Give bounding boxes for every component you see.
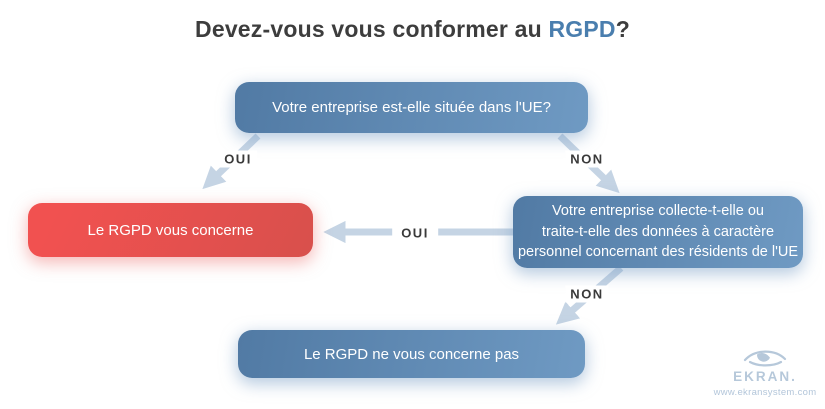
edge-label-q1-non: NON (565, 150, 609, 168)
node-question-company-in-eu-text: Votre entreprise est-elle située dans l'… (272, 99, 551, 116)
edge-label-q1-oui: OUI (219, 150, 257, 168)
page-title-accent-rgpd: RGPD (548, 16, 616, 42)
node-question-processes-eu-data-line2: traite-t-elle des données à caractère (541, 223, 775, 240)
node-question-processes-eu-data-line1: Votre entreprise collecte-t-elle ou (552, 203, 764, 220)
node-result-gdpr-not-applies: Le RGPD ne vous concerne pas (238, 330, 585, 378)
page-title-prefix: Devez-vous vous conformer au (195, 16, 549, 42)
page-title: Devez-vous vous conformer au RGPD? (0, 16, 825, 43)
ekran-website-url: www.ekransystem.com (713, 386, 817, 398)
node-question-processes-eu-data-line3: personnel concernant des résidents de l'… (517, 244, 799, 261)
edge-label-q2-non: NON (565, 285, 609, 303)
page-title-suffix: ? (615, 16, 630, 42)
ekran-logo-text: EKRAN. (733, 369, 797, 384)
ekran-eye-icon (743, 350, 787, 367)
edge-label-q2-oui: OUI (392, 224, 438, 242)
node-result-gdpr-not-applies-text: Le RGPD ne vous concerne pas (303, 345, 520, 363)
node-question-company-in-eu: Votre entreprise est-elle située dans l'… (235, 82, 588, 133)
node-question-processes-eu-data: Votre entreprise collecte-t-elle ou trai… (513, 196, 803, 268)
node-result-gdpr-applies: Le RGPD vous concerne (28, 203, 313, 257)
node-result-gdpr-applies-text: Le RGPD vous concerne (87, 221, 254, 239)
ekran-logo: EKRAN. www.ekransystem.com (700, 348, 825, 397)
